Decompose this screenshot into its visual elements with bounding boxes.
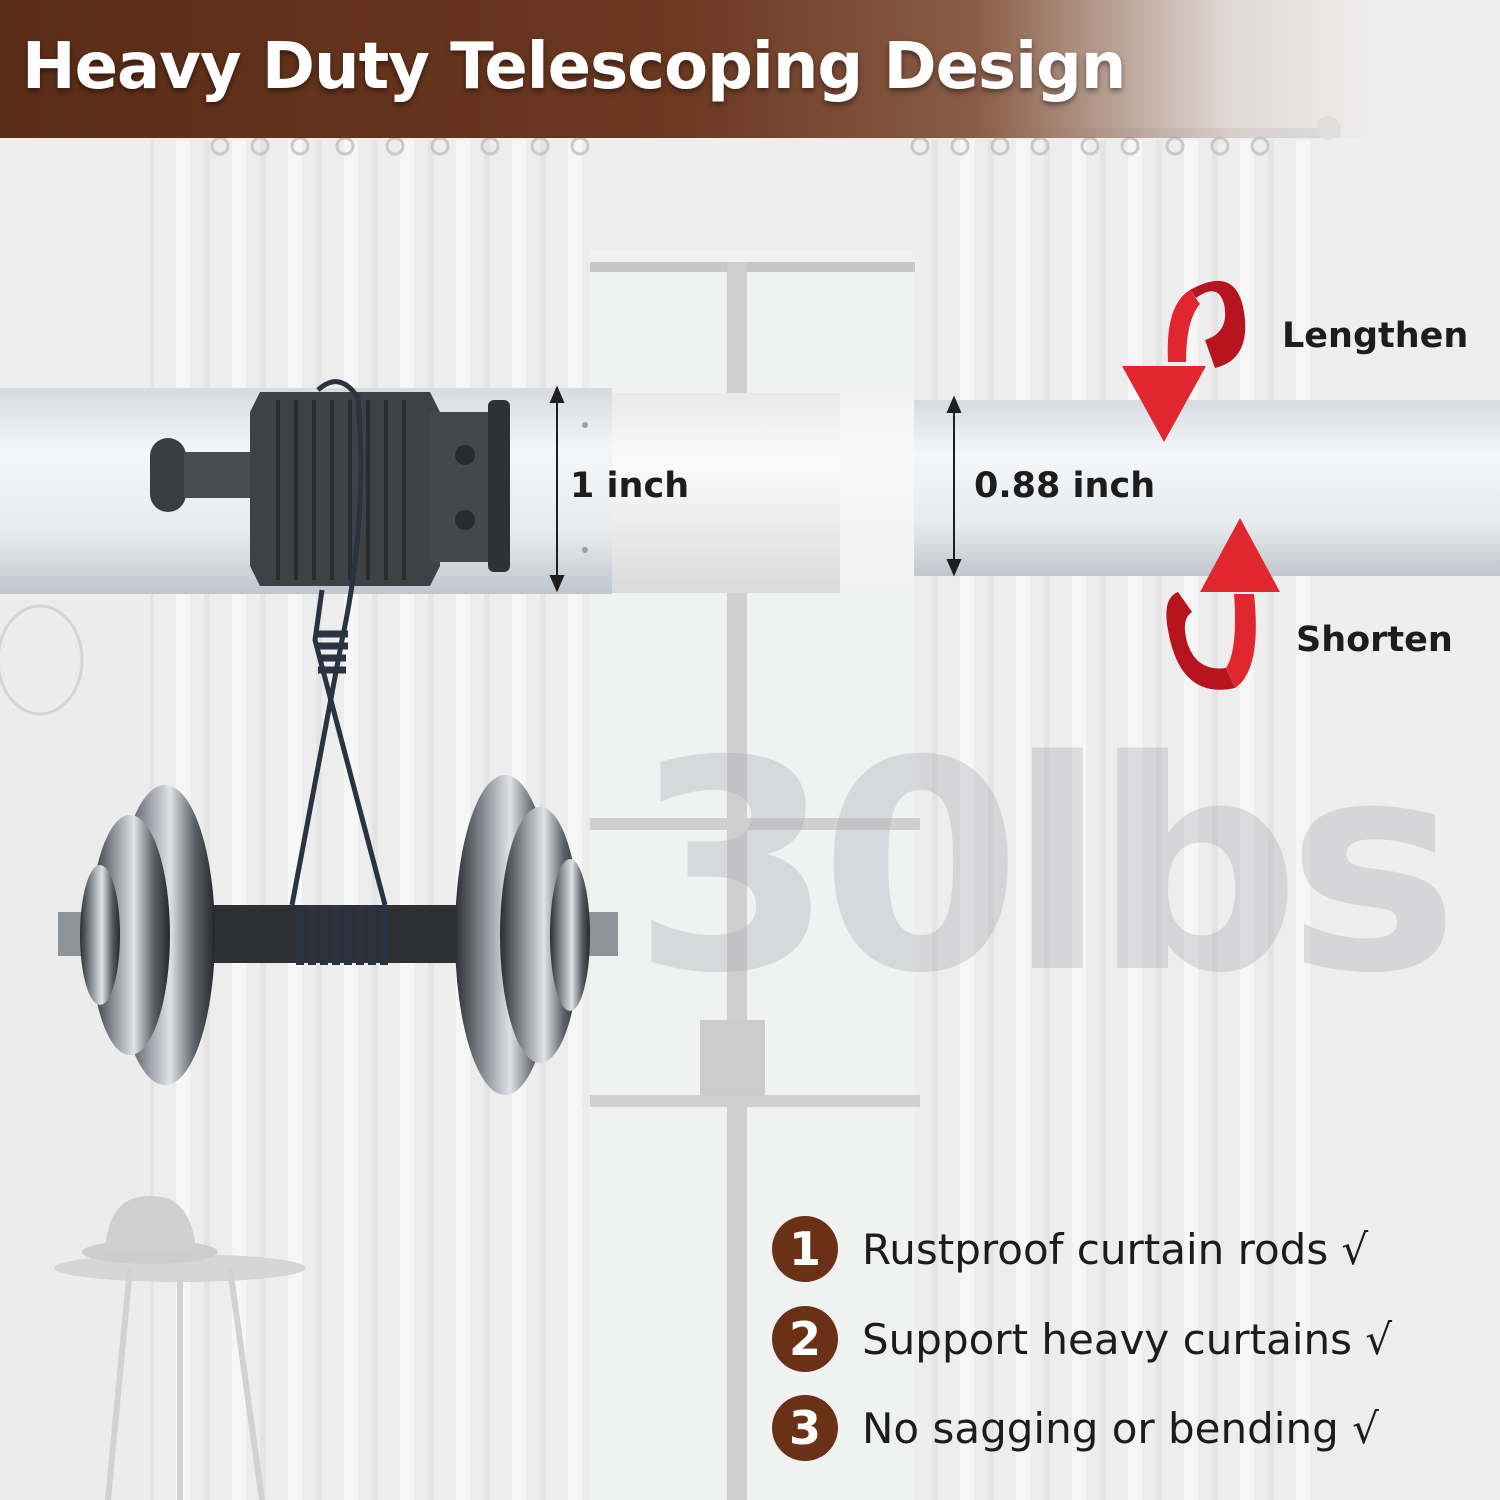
shorten-label: Shorten — [1296, 620, 1453, 660]
feature-text: Rustproof curtain rods √ — [862, 1224, 1369, 1274]
lengthen-label: Lengthen — [1282, 316, 1469, 356]
number-badge: 1 — [772, 1216, 838, 1282]
feature-text: No sagging or bending √ — [862, 1403, 1379, 1453]
feature-text: Support heavy curtains √ — [862, 1314, 1393, 1364]
feature-item: 2 Support heavy curtains √ — [772, 1304, 1392, 1374]
header-banner: Heavy Duty Telescoping Design — [0, 0, 1500, 138]
feature-item: 1 Rustproof curtain rods √ — [772, 1214, 1368, 1284]
number-badge: 2 — [772, 1306, 838, 1372]
feature-item: 3 No sagging or bending √ — [772, 1393, 1379, 1463]
outer-diameter-label: 1 inch — [570, 466, 690, 506]
load-capacity-watermark: 30lbs — [632, 700, 1459, 1037]
lengthen-arrow-icon — [1122, 280, 1246, 442]
inner-diameter-label: 0.88 inch — [974, 466, 1156, 506]
page-title: Heavy Duty Telescoping Design — [22, 30, 1126, 104]
number-badge: 3 — [772, 1395, 838, 1461]
shorten-arrow-icon — [1166, 518, 1280, 690]
